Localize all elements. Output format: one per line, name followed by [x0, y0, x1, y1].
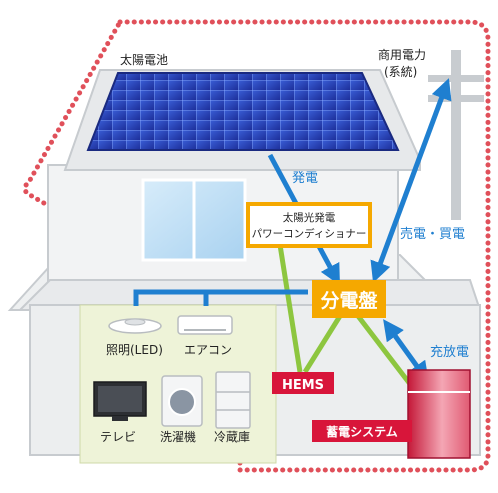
grid-label-line1: 商用電力 — [378, 47, 426, 62]
ceiling-light-icon — [108, 318, 162, 334]
charge-discharge-label: 充放電 — [430, 344, 469, 360]
hems-badge: HEMS — [272, 372, 334, 394]
utility-pole — [428, 50, 484, 220]
generation-label: 発電 — [292, 171, 318, 186]
sell-buy-label: 売電・買電 — [400, 226, 465, 242]
appliance-label-fridge: 冷蔵庫 — [214, 430, 250, 444]
tv-icon — [93, 381, 147, 421]
conditioner-line1: 太陽光発電 — [283, 211, 336, 224]
house-window — [141, 178, 247, 262]
air-conditioner-icon — [177, 315, 233, 335]
appliance-label-washer: 洗濯機 — [160, 429, 196, 444]
appliance-label-tv: テレビ — [100, 430, 136, 444]
solar-panel-label: 太陽電池 — [120, 52, 168, 67]
storage-badge: 蓄電システム — [312, 420, 412, 442]
refrigerator-icon — [215, 371, 251, 429]
storage-battery — [407, 369, 471, 459]
charge-discharge-arrow — [383, 319, 429, 383]
solar-panel — [86, 72, 400, 151]
storage-label: 蓄電システム — [326, 424, 398, 439]
power-conditioner: 太陽光発電 パワーコンディショナー — [246, 202, 372, 248]
distribution-board: 分電盤 — [312, 280, 386, 318]
hems-label: HEMS — [282, 378, 324, 393]
distribution-board-label: 分電盤 — [320, 289, 378, 312]
distribution-lines — [133, 289, 308, 306]
washing-machine-icon — [161, 375, 203, 427]
appliance-label-light: 照明(LED) — [106, 343, 163, 357]
grid-label-line2: (系統) — [384, 65, 417, 79]
sell-buy-arrow — [370, 78, 452, 283]
appliance-label-aircon: エアコン — [184, 343, 232, 357]
conditioner-line2: パワーコンディショナー — [252, 227, 367, 240]
